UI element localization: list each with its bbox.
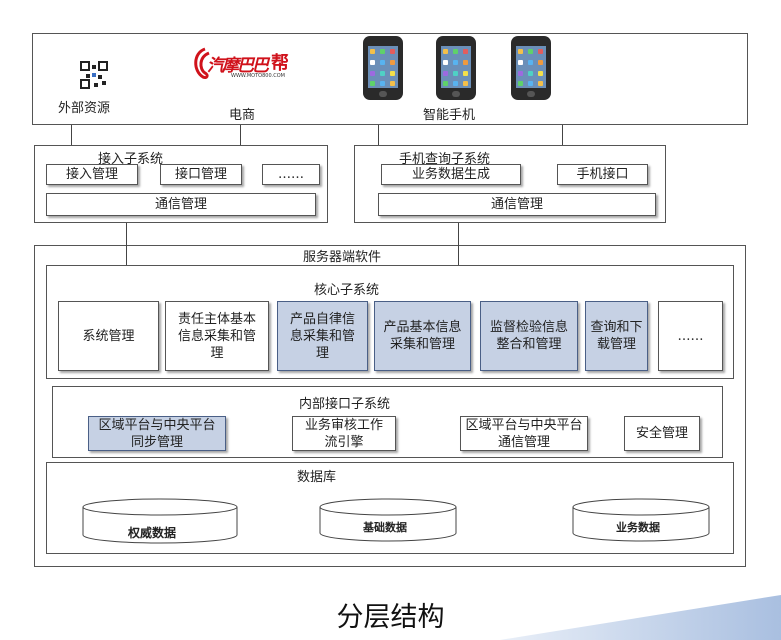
smartphone-icon — [511, 36, 551, 100]
logo-text: 汽摩巴巴 — [207, 56, 269, 76]
database-cylinder-icon — [82, 498, 238, 544]
logo-swirl-icon — [194, 47, 210, 79]
internal-interface-subsystem-title: 内部接口子系统 — [299, 397, 391, 412]
product-basic-info-module: 产品基本信息采集和管理 — [374, 301, 471, 371]
decorative-band — [500, 595, 781, 640]
smartphone-icon — [363, 36, 403, 100]
connector — [458, 245, 459, 265]
access-comm-management: 通信管理 — [46, 193, 316, 216]
smartphone-icon — [436, 36, 476, 100]
more-modules: …… — [262, 164, 320, 185]
authoritative-data-label: 权威数据 — [128, 526, 177, 540]
query-download-module: 查询和下载管理 — [585, 301, 648, 371]
workflow-engine-module: 业务审核工作流引擎 — [292, 416, 396, 451]
system-management-module: 系统管理 — [58, 301, 159, 371]
qr-code-icon — [80, 61, 108, 89]
connector — [240, 125, 241, 145]
external-label-resources: 外部资源 — [58, 101, 111, 116]
diagram-caption: 分层结构 — [336, 602, 445, 633]
business-data-generation-module: 业务数据生成 — [381, 164, 521, 185]
access-management-module: 接入管理 — [46, 164, 138, 185]
logo-url: WWW.MOTO800.COM — [231, 73, 285, 79]
phone-interface-module: 手机接口 — [557, 164, 648, 185]
product-self-discipline-module: 产品自律信息采集和管理 — [277, 301, 368, 371]
access-subsystem-title: 接入子系统 — [98, 152, 164, 167]
connector — [562, 125, 563, 145]
connector — [126, 223, 127, 245]
entity-info-module: 责任主体基本信息采集和管理 — [165, 301, 269, 371]
database-cylinder-icon — [319, 498, 457, 542]
sync-management-module: 区域平台与中央平台同步管理 — [88, 416, 226, 451]
database-cylinder-icon — [572, 498, 710, 542]
database-title: 数据库 — [297, 470, 337, 485]
core-subsystem-title: 核心子系统 — [314, 283, 380, 298]
server-software-title: 服务器端软件 — [303, 250, 382, 265]
connector — [378, 125, 379, 145]
ecommerce-logo: 汽摩巴巴 帮 WWW.MOTO800.COM — [191, 43, 295, 93]
comm-management-module: 区域平台与中央平台通信管理 — [460, 416, 588, 451]
logo-mark: 帮 — [271, 53, 289, 74]
business-data-label: 业务数据 — [616, 521, 660, 534]
external-label-ecommerce: 电商 — [229, 108, 256, 123]
external-label-smartphone: 智能手机 — [423, 108, 476, 123]
basic-data-label: 基础数据 — [363, 521, 407, 534]
connector — [458, 223, 459, 245]
connector — [126, 245, 127, 265]
inspection-info-module: 监督检验信息整合和管理 — [480, 301, 578, 371]
connector — [71, 125, 72, 145]
more-core-modules: …… — [658, 301, 723, 371]
interface-management-module: 接口管理 — [160, 164, 242, 185]
phone-comm-management: 通信管理 — [378, 193, 656, 216]
phone-query-subsystem-title: 手机查询子系统 — [399, 152, 491, 167]
security-management-module: 安全管理 — [624, 416, 700, 451]
